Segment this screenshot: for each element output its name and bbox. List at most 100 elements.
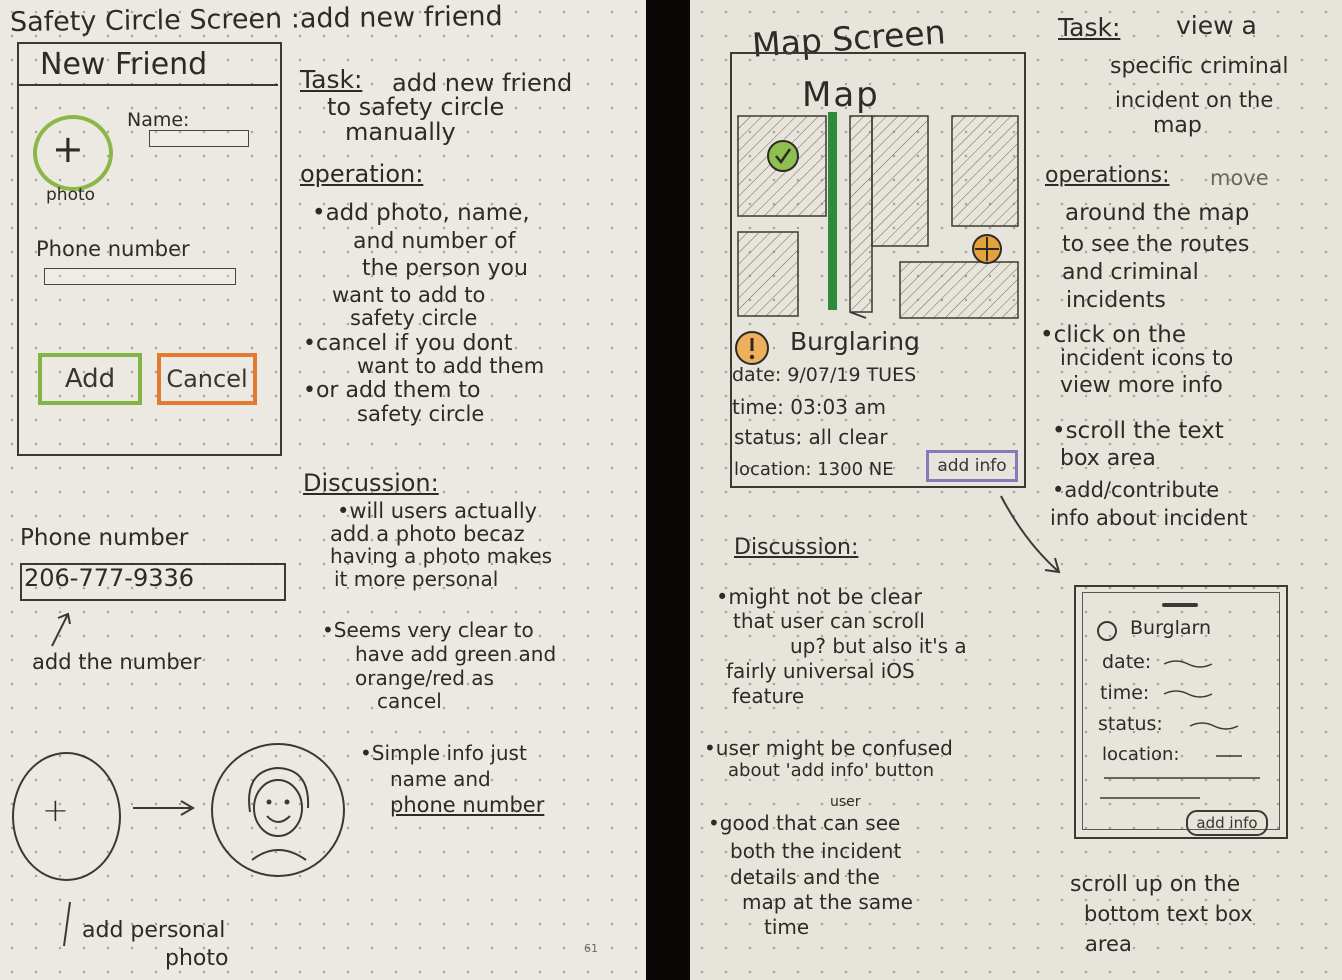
operation-line: •or add them to bbox=[303, 378, 481, 403]
caption-line: scroll up on the bbox=[1070, 872, 1241, 897]
map-label: Map bbox=[802, 75, 880, 115]
discussion-line: cancel bbox=[377, 689, 442, 713]
task-heading: Task: bbox=[1058, 13, 1121, 42]
operation-line: want to add them bbox=[357, 354, 545, 378]
map-phone-sketch bbox=[730, 52, 1026, 488]
photo-detail-annotation: photo bbox=[165, 946, 229, 971]
cancel-button: Cancel bbox=[157, 353, 257, 405]
operations-line: box area bbox=[1060, 446, 1156, 471]
notebook-page-left: Safety Circle Screen :add new friend New… bbox=[0, 0, 646, 980]
arrow-up-icon bbox=[63, 901, 71, 947]
squiggle-lines bbox=[1100, 660, 1260, 799]
task-line: manually bbox=[345, 118, 456, 146]
operation-line: and number of bbox=[353, 229, 516, 254]
arrow-icon bbox=[51, 612, 71, 647]
operations-line: and criminal bbox=[1062, 260, 1199, 285]
operations-line: move bbox=[1210, 166, 1269, 190]
caption-line: bottom text box bbox=[1084, 902, 1253, 926]
discussion-line: both the incident bbox=[730, 839, 902, 863]
operations-line: incidents bbox=[1066, 288, 1166, 313]
check-pin-icon bbox=[767, 140, 799, 172]
phone-detail-value: 206-777-9336 bbox=[24, 564, 195, 592]
operation-heading: operation: bbox=[300, 160, 424, 188]
mini-status: status: bbox=[1098, 713, 1163, 735]
plus-icon: + bbox=[52, 127, 84, 171]
alert-icon bbox=[735, 331, 769, 365]
phone-field bbox=[44, 268, 236, 285]
task-line: view a bbox=[1176, 11, 1257, 40]
task-line: specific criminal bbox=[1110, 54, 1289, 79]
discussion-line: •will users actually bbox=[337, 499, 538, 523]
photo-circle bbox=[33, 115, 113, 191]
page-title: Safety Circle Screen :add new friend bbox=[9, 0, 503, 39]
person-avatar-icon bbox=[211, 743, 345, 877]
discussion-line: •good that can see bbox=[708, 811, 901, 835]
sketch-header: New Friend bbox=[40, 47, 208, 82]
mini-location: location: bbox=[1102, 744, 1180, 765]
name-field bbox=[149, 130, 249, 147]
discussion-line: name and bbox=[390, 767, 491, 791]
drag-handle bbox=[1162, 603, 1198, 607]
task-line: add new friend bbox=[392, 69, 573, 97]
incident-icon bbox=[1097, 621, 1117, 641]
notebook-page-right: Map Screen Map Burglaring date: 9/07/19 … bbox=[690, 0, 1342, 980]
phone-detail-field bbox=[20, 563, 286, 601]
operation-line: want to add to bbox=[332, 283, 486, 307]
empty-photo-circle bbox=[12, 752, 121, 881]
discussion-heading: Discussion: bbox=[303, 469, 439, 497]
discussion-line: •user might be confused bbox=[704, 736, 953, 760]
name-label: Name: bbox=[127, 109, 190, 131]
discussion-line: up? but also it's a bbox=[790, 634, 967, 658]
discussion-heading: Discussion: bbox=[734, 535, 859, 560]
arrow-right-icon bbox=[133, 800, 195, 816]
mini-date: date: bbox=[1102, 651, 1152, 673]
mini-add-info-button: add info bbox=[1186, 810, 1268, 836]
discussion-line: details and the bbox=[730, 865, 880, 889]
discussion-line: feature bbox=[732, 684, 805, 708]
page-number: 61 bbox=[584, 942, 598, 955]
discussion-line: •Seems very clear to bbox=[322, 618, 534, 642]
discussion-line: it more personal bbox=[334, 567, 499, 591]
caption-line: area bbox=[1085, 932, 1132, 956]
phone-detail-label: Phone number bbox=[20, 525, 189, 551]
new-friend-phone-sketch bbox=[17, 42, 282, 456]
operation-line: safety circle bbox=[357, 402, 485, 426]
discussion-line: that user can scroll bbox=[733, 609, 925, 633]
sketch-header-divider bbox=[19, 84, 278, 86]
operation-line: •add photo, name, bbox=[312, 200, 530, 226]
scroll-panel-sketch bbox=[1074, 585, 1288, 839]
discussion-line: user bbox=[830, 794, 861, 810]
discussion-line: having a photo makes bbox=[330, 544, 553, 568]
operation-line: safety circle bbox=[350, 306, 478, 330]
add-info-button: add info bbox=[926, 450, 1018, 482]
discussion-line: phone number bbox=[390, 793, 545, 817]
discussion-line: time bbox=[764, 915, 810, 939]
discussion-line: add a photo becaz bbox=[330, 522, 525, 546]
phone-detail-annotation: add the number bbox=[32, 650, 202, 674]
operations-line: info about incident bbox=[1050, 506, 1248, 530]
task-line: to safety circle bbox=[327, 93, 505, 121]
discussion-line: •might not be clear bbox=[716, 585, 923, 609]
map-sketch bbox=[737, 112, 1019, 319]
operation-line: •cancel if you dont bbox=[303, 331, 513, 356]
operations-line: •add/contribute bbox=[1052, 478, 1220, 502]
arrow-down-icon bbox=[1000, 495, 1061, 574]
discussion-line: map at the same bbox=[742, 890, 913, 914]
mini-title: Burglarn bbox=[1130, 617, 1212, 639]
phone-label: Phone number bbox=[36, 237, 190, 261]
task-line: map bbox=[1153, 113, 1202, 138]
incident-date: date: 9/07/19 TUES bbox=[732, 364, 917, 386]
task-heading: Task: bbox=[300, 65, 363, 94]
incident-status: status: all clear bbox=[734, 425, 888, 449]
discussion-line: fairly universal iOS bbox=[726, 659, 915, 683]
discussion-line: have add green and bbox=[355, 642, 557, 666]
operations-line: view more info bbox=[1060, 373, 1223, 398]
photo-label: photo bbox=[46, 185, 96, 205]
add-button: Add bbox=[38, 353, 142, 405]
mini-time: time: bbox=[1100, 682, 1150, 704]
operations-line: •scroll the text bbox=[1052, 418, 1224, 444]
operations-line: to see the routes bbox=[1062, 232, 1250, 257]
burglar-pin-icon bbox=[972, 234, 1002, 264]
incident-title: Burglaring bbox=[790, 327, 920, 356]
discussion-line: about 'add info' button bbox=[728, 760, 935, 781]
